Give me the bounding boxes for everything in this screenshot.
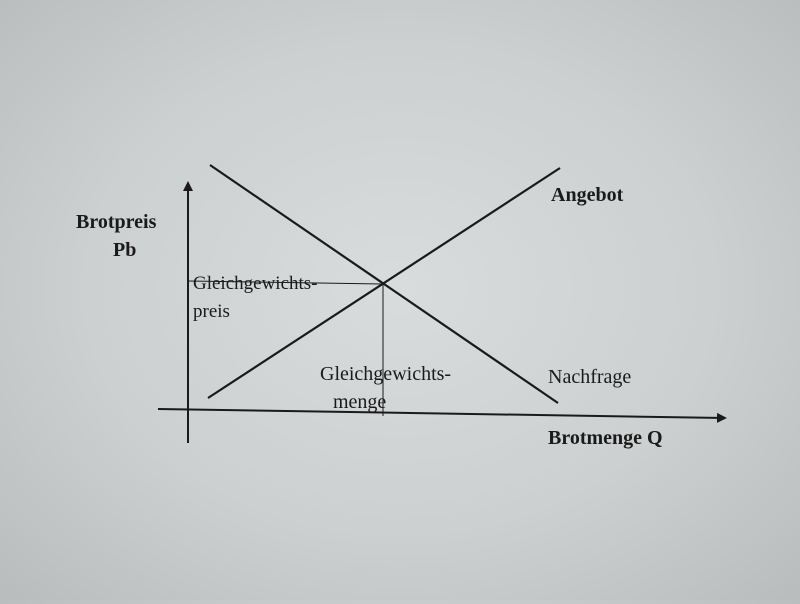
supply-label: Angebot [551, 184, 624, 206]
equilibrium-quantity-label-line2: menge [333, 391, 386, 413]
supply-curve [207, 167, 561, 399]
x-axis [157, 408, 727, 423]
x-axis-label: Brotmenge Q [548, 427, 663, 449]
equilibrium-quantity-label-line1: Gleichgewichts- [320, 363, 451, 385]
equilibrium-price-label-line2: preis [193, 301, 230, 322]
y-axis-label-line2: Pb [113, 239, 136, 261]
demand-label: Nachfrage [548, 366, 631, 388]
equilibrium-price-line [187, 280, 384, 285]
equilibrium-price-label-line1: Gleichgewichts- [193, 273, 318, 294]
y-axis-label-line1: Brotpreis [76, 211, 157, 233]
